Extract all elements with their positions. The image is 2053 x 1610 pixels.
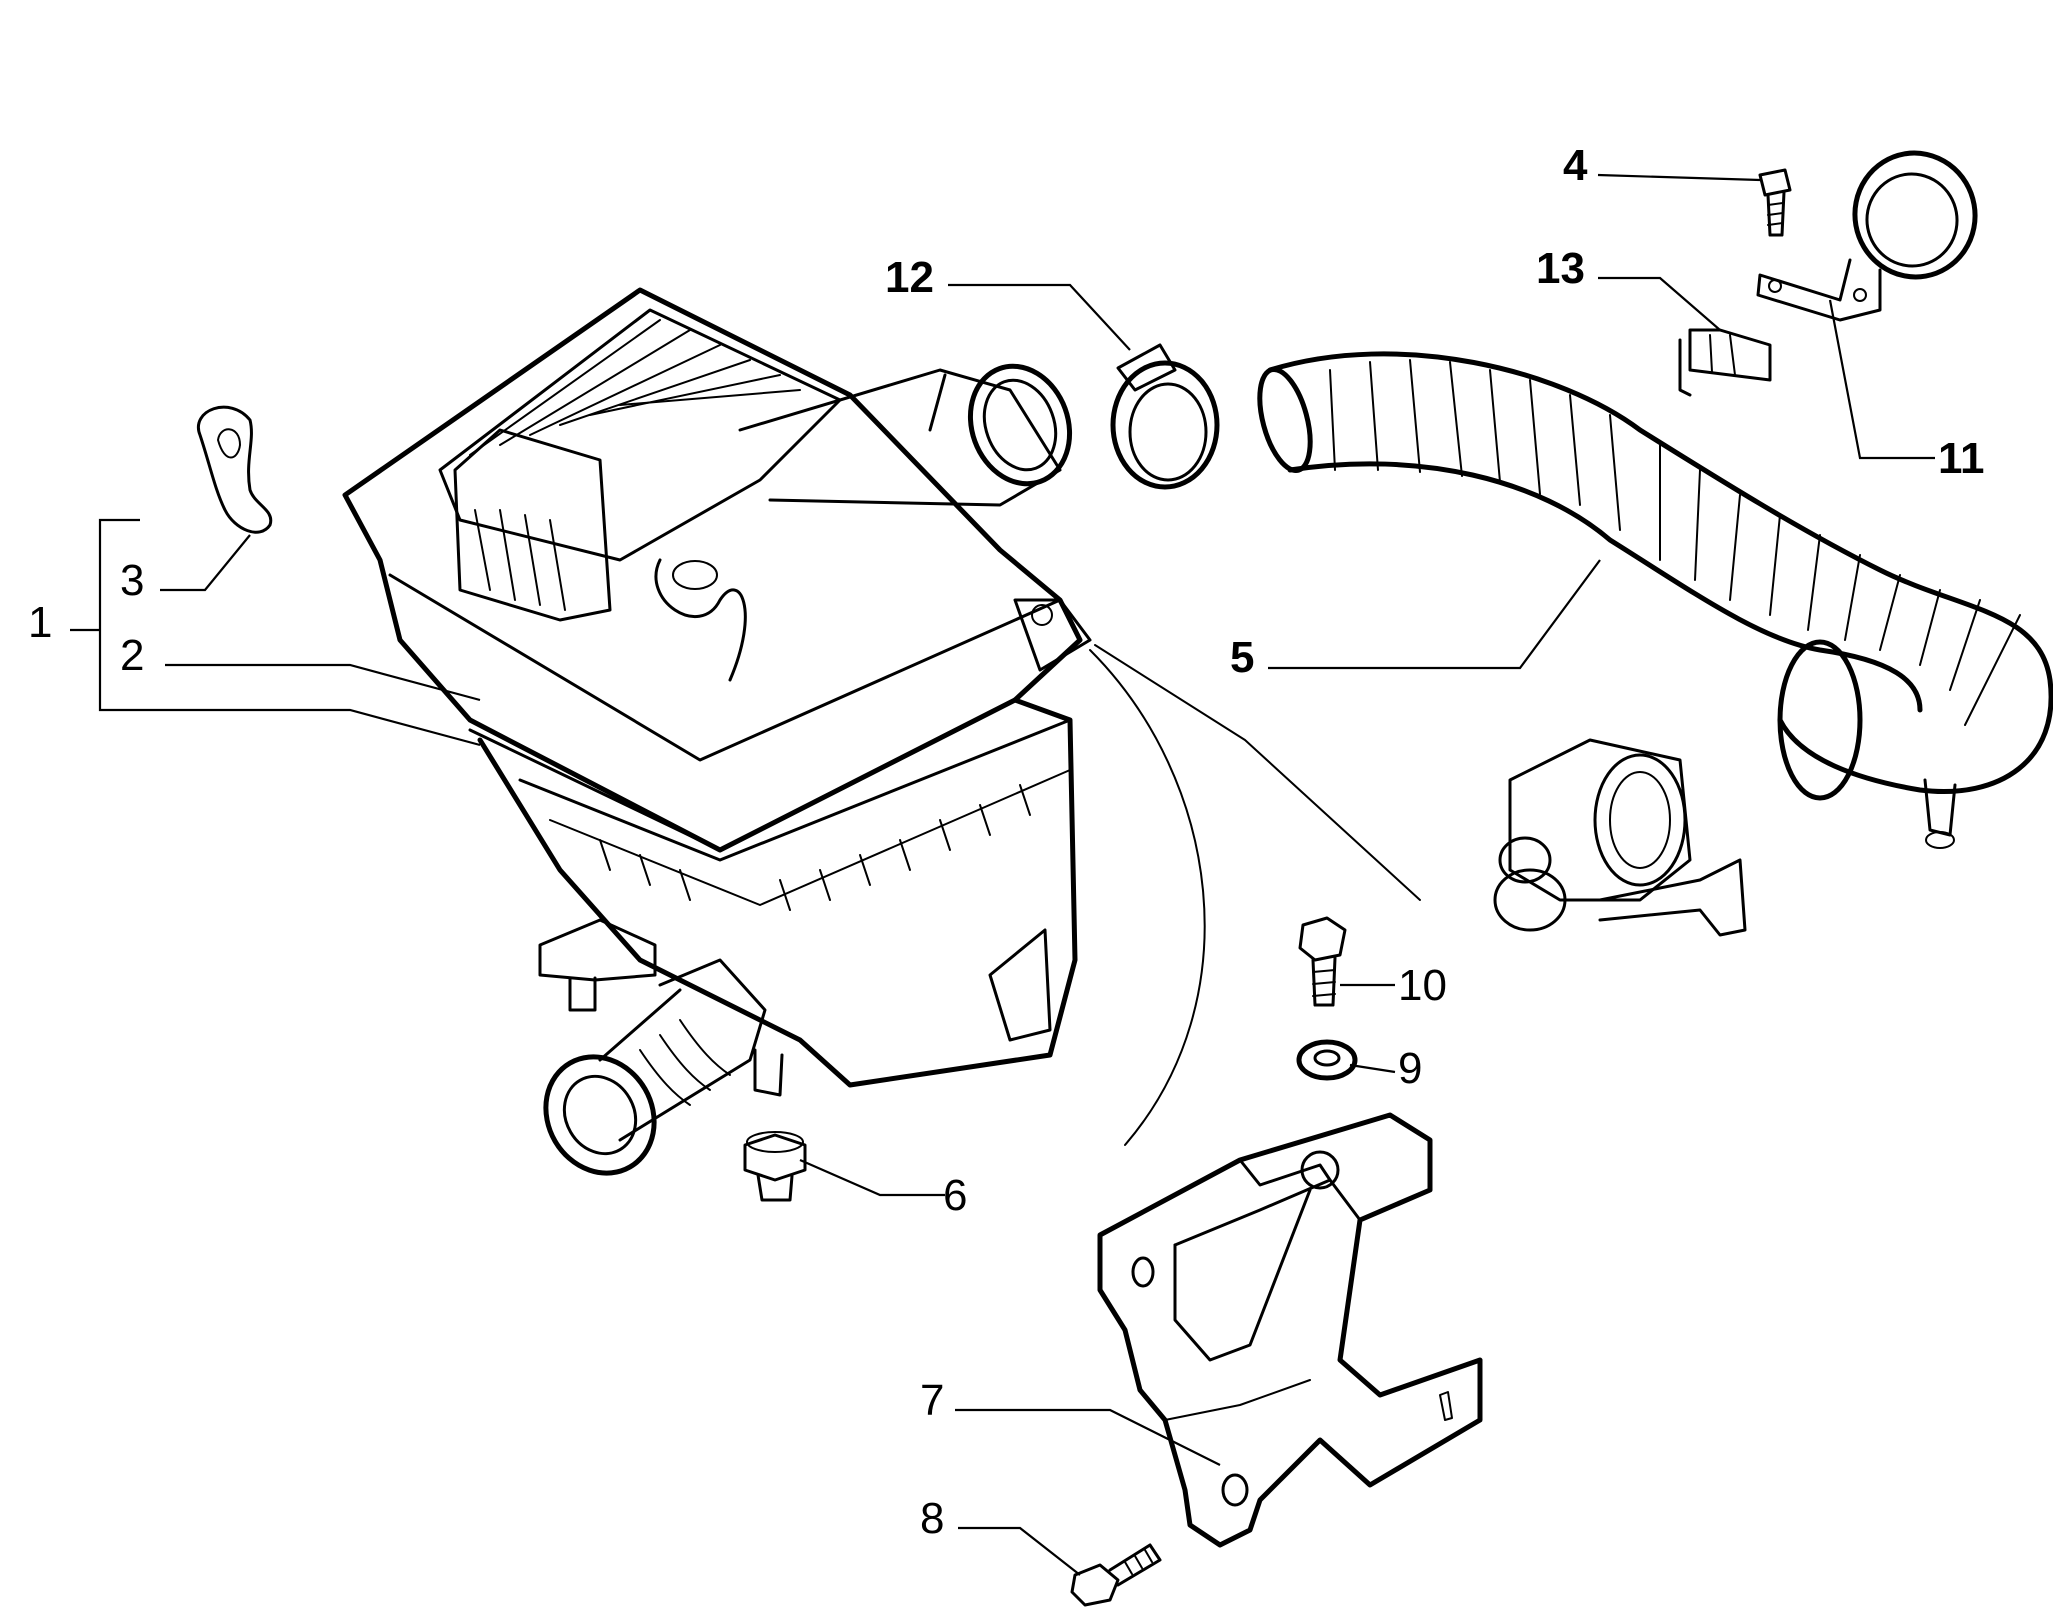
callout-10: 10	[1398, 961, 1447, 1010]
bolt-part-4	[1758, 168, 1792, 237]
callout-2: 2	[120, 631, 144, 680]
callout-12: 12	[885, 253, 934, 302]
callout-leaders	[70, 173, 1935, 1576]
callout-8: 8	[920, 1494, 944, 1543]
callout-4: 4	[1563, 141, 1588, 190]
throttle-body	[1493, 738, 1747, 937]
phantom-line	[1094, 644, 1421, 901]
callout-6: 6	[943, 1171, 967, 1220]
phantom-line	[1089, 649, 1206, 1146]
bolt-part-8	[1070, 1543, 1162, 1607]
clip-part-3	[196, 405, 273, 534]
callout-13: 13	[1536, 244, 1585, 293]
bracket-part-11	[1756, 150, 1978, 322]
bracket-part-7	[1097, 1112, 1483, 1548]
clamp-part-12	[1110, 343, 1220, 490]
plug-part-6	[743, 1131, 807, 1202]
air-filter-box	[342, 287, 1092, 1176]
callout-7: 7	[920, 1376, 944, 1425]
callout-3: 3	[120, 556, 144, 605]
callout-11: 11	[1938, 434, 1985, 483]
callout-5: 5	[1230, 633, 1254, 682]
callout-1: 1	[28, 598, 52, 647]
bolt-part-10	[1298, 916, 1347, 1007]
clip-part-13	[1678, 328, 1772, 397]
callout-9: 9	[1398, 1044, 1422, 1093]
washer-part-9	[1296, 1039, 1358, 1081]
callout-labels: 1 2 3 4 5 6 7 8 9 10 11 12 13	[28, 141, 1985, 1543]
hose-part-5	[1257, 351, 2053, 849]
